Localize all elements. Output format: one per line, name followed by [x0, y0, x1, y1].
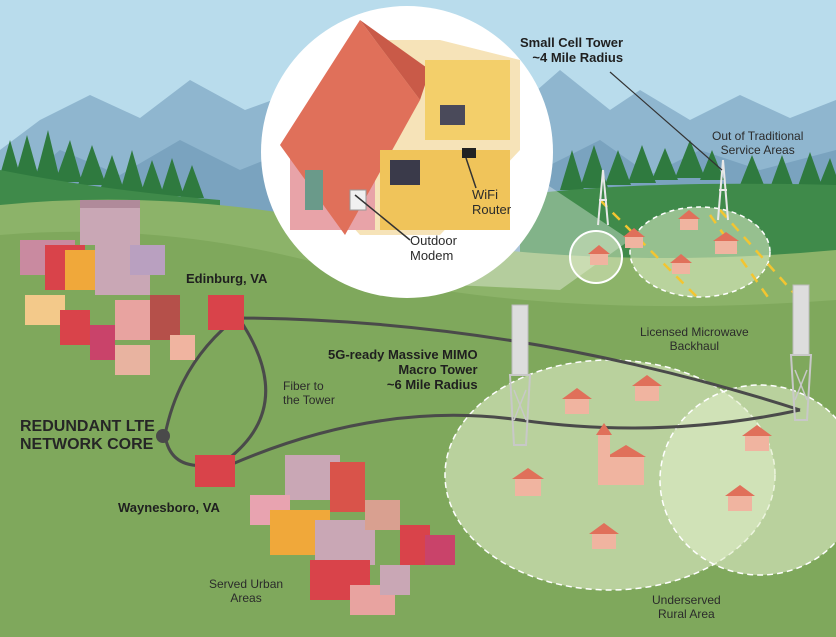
house-cutaway [280, 20, 520, 235]
served-urban-label: Served Urban Areas [209, 577, 284, 605]
macro-tower-right [789, 284, 813, 421]
out-of-service-label: Out of Traditional Service Areas [712, 129, 804, 157]
microwave-label: Licensed Microwave Backhaul [640, 325, 749, 353]
wifi-router-label: WiFi Router [472, 187, 512, 217]
waynesboro-hub [195, 455, 235, 487]
rural-houses [512, 210, 772, 549]
macro-tower-label: 5G-ready Massive MIMO Macro Tower ~6 Mil… [328, 347, 478, 392]
zoom-inset [261, 6, 553, 298]
small-cell-tower-right [717, 159, 729, 221]
microwave-beams [599, 199, 801, 301]
outdoor-modem-label: Outdoor Modem [410, 233, 457, 263]
small-cell-pointer [609, 71, 723, 171]
modem-pointer [354, 194, 411, 241]
edinburg-label: Edinburg, VA [186, 271, 268, 286]
underserved-label: Underserved Rural Area [652, 593, 721, 621]
small-cell-tower-left [597, 169, 609, 226]
church [596, 423, 646, 485]
macro-coverage-right [659, 384, 836, 576]
forest [0, 130, 836, 198]
lte-core-node [156, 429, 170, 443]
edinburg-hub [208, 295, 244, 330]
router-pointer [465, 157, 477, 189]
small-cell-label: Small Cell Tower ~4 Mile Radius [520, 35, 624, 65]
edinburg-town [20, 200, 244, 375]
macro-tower-left [508, 304, 532, 446]
small-cell-coverage [629, 206, 771, 298]
waynesboro-town [195, 455, 455, 615]
fiber-label: Fiber to the Tower [283, 379, 335, 407]
lte-core-label: REDUNDANT LTE NETWORK CORE [20, 418, 155, 454]
waynesboro-label: Waynesboro, VA [118, 500, 220, 515]
